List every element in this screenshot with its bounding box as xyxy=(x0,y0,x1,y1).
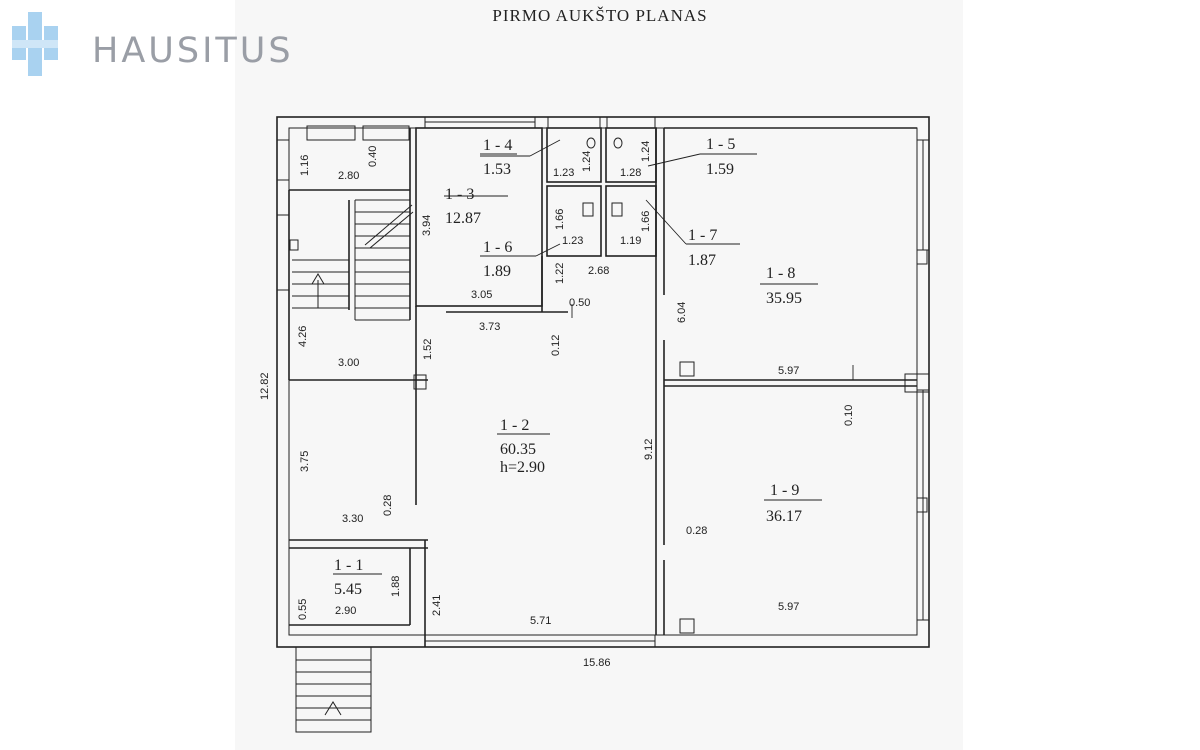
dimension-label: 3.00 xyxy=(338,357,359,369)
dimension-label: 0.10 xyxy=(843,405,855,426)
room-1-9-id: 1 - 9 xyxy=(770,482,799,499)
brand-name: HAUSITUS xyxy=(92,31,294,71)
room-1-4-area: 1.53 xyxy=(483,161,511,178)
dimension-label: 1.28 xyxy=(620,167,641,179)
dimension-label: 0.40 xyxy=(367,146,379,167)
outer-wall-outer xyxy=(276,116,930,648)
dimension-label: 3.05 xyxy=(471,289,492,301)
dimension-label: 2.68 xyxy=(588,265,609,277)
dimension-label: 12.82 xyxy=(259,372,271,400)
dimension-label: 5.71 xyxy=(530,615,551,627)
dimension-label: 1.66 xyxy=(640,211,652,232)
dimension-label: 15.86 xyxy=(583,657,611,669)
room-1-3-walls xyxy=(415,127,543,307)
dimension-label: 1.88 xyxy=(390,576,402,597)
entrance-steps xyxy=(295,646,372,733)
room-1-5-area: 1.59 xyxy=(706,161,734,178)
room-1-3-area: 12.87 xyxy=(445,210,481,227)
room-1-1-id: 1 - 1 xyxy=(334,557,363,574)
dimension-label: 3.73 xyxy=(479,321,500,333)
stair-steps xyxy=(292,199,414,321)
partitions xyxy=(289,127,930,647)
room-1-7-id: 1 - 7 xyxy=(688,227,717,244)
dimension-label: 2.90 xyxy=(335,605,356,617)
dimension-label: 1.23 xyxy=(553,167,574,179)
room-1-7-area: 1.87 xyxy=(688,252,716,269)
room-1-4-id: 1 - 4 xyxy=(483,137,512,154)
dimension-label: 5.97 xyxy=(778,601,799,613)
dimension-label: 1.22 xyxy=(554,263,566,284)
room-1-3-id: 1 - 3 xyxy=(445,186,474,203)
dimension-label: 5.97 xyxy=(778,365,799,377)
room-1-1-area: 5.45 xyxy=(334,581,362,598)
leader-lines xyxy=(333,139,854,575)
room-1-9-area: 36.17 xyxy=(766,508,802,525)
dimension-label: 1.24 xyxy=(640,141,652,162)
dimension-label: 3.75 xyxy=(299,451,311,472)
dimension-label: 1.52 xyxy=(422,339,434,360)
dimension-label: 3.30 xyxy=(342,513,363,525)
dimension-label: 1.24 xyxy=(581,151,593,172)
dimension-label: 1.23 xyxy=(562,235,583,247)
room-1-8-area: 35.95 xyxy=(766,290,802,307)
outer-wall-inner xyxy=(288,127,918,636)
dimension-label: 6.04 xyxy=(676,302,688,323)
room-1-2-id: 1 - 2 xyxy=(500,417,529,434)
dimension-label: 2.80 xyxy=(338,170,359,182)
hausitus-logo: HAUSITUS xyxy=(12,12,312,76)
dimension-labels: 1.16 0.40 2.80 3.94 1.23 1.24 1.28 1.24 … xyxy=(259,141,855,669)
dimension-label: 1.19 xyxy=(620,235,641,247)
stair-area xyxy=(288,125,414,380)
room-1-6-area: 1.89 xyxy=(483,263,511,280)
dimension-label: 3.94 xyxy=(421,215,433,236)
dimension-label: 2.41 xyxy=(431,595,443,616)
dimension-label: 0.55 xyxy=(297,599,309,620)
dimension-label: 0.28 xyxy=(686,525,707,537)
room-1-8-id: 1 - 8 xyxy=(766,265,795,282)
room-labels: 1 - 4 1.53 1 - 3 12.87 1 - 6 1.89 1 - 5 … xyxy=(334,136,802,598)
windows xyxy=(276,116,930,648)
dimension-label: 1.16 xyxy=(299,155,311,176)
dimension-label: 0.50 xyxy=(569,297,590,309)
dimension-label: 1.66 xyxy=(554,209,566,230)
dimension-label: 0.28 xyxy=(382,495,394,516)
room-1-2-height: h=2.90 xyxy=(500,459,545,476)
dimension-label: 4.26 xyxy=(297,326,309,347)
room-1-2-area: 60.35 xyxy=(500,441,536,458)
dimension-label: 9.12 xyxy=(643,439,655,460)
room-1-5-id: 1 - 5 xyxy=(706,136,735,153)
room-1-6-id: 1 - 6 xyxy=(483,239,512,256)
plan-title: PIRMO AUKŠTO PLANAS xyxy=(492,6,708,25)
logo-mark-icon xyxy=(12,12,58,76)
dimension-label: 0.12 xyxy=(550,335,562,356)
